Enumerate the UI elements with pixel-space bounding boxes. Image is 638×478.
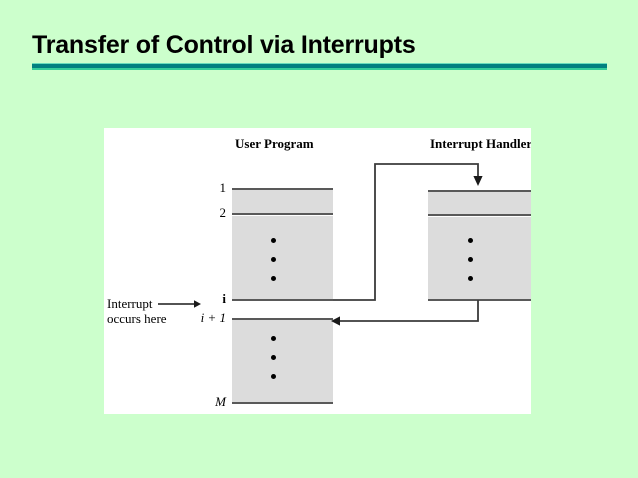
ellipsis-dot <box>270 276 276 281</box>
connector-control-return-to-user-program <box>331 300 479 326</box>
line-label-i: i <box>222 291 226 306</box>
figure-panel: User Program Interrupt Handler <box>104 128 531 414</box>
user-program-rule-i <box>232 299 333 301</box>
ellipsis-dot <box>270 257 276 262</box>
user-program-rule-2 <box>232 213 333 215</box>
user-program-block-1 <box>232 190 333 214</box>
figure-heading-user-program: User Program <box>235 136 314 151</box>
user-program-ellipsis-lower <box>268 336 278 379</box>
interrupt-handler-block-1 <box>428 192 531 215</box>
interrupt-handler-rule-1 <box>428 190 531 192</box>
interrupt-annotation: Interrupt occurs here <box>107 296 167 326</box>
ellipsis-dot <box>467 276 473 281</box>
user-program-rule-i-plus-1 <box>232 318 333 320</box>
user-program-rule-m <box>232 402 333 404</box>
ellipsis-dot <box>467 238 473 243</box>
ellipsis-dot <box>270 238 276 243</box>
line-label-1: 1 <box>219 180 227 195</box>
connector-control-transfer-to-handler <box>333 163 483 301</box>
interrupt-handler-rule-3 <box>428 299 531 301</box>
interrupt-handler-ellipsis <box>465 238 475 281</box>
ellipsis-dot <box>270 355 276 360</box>
interrupt-annotation-line-2: occurs here <box>107 311 167 326</box>
ellipsis-dot <box>270 374 276 379</box>
line-label-m: M <box>215 394 226 409</box>
interrupt-annotation-line-1: Interrupt <box>107 296 153 311</box>
ellipsis-dot <box>467 257 473 262</box>
title-underline-rule <box>32 63 607 70</box>
title-underline-highlight <box>32 63 607 64</box>
interrupt-handler-block-2 <box>428 217 531 300</box>
connector-overlay <box>158 163 483 326</box>
title-underline-shadow <box>32 68 607 70</box>
user-program-ellipsis-upper <box>268 238 278 281</box>
line-label-i-plus-1: i + 1 <box>200 310 226 325</box>
title-underline-body <box>32 64 607 68</box>
figure-heading-interrupt-handler: Interrupt Handler <box>430 136 531 151</box>
user-program-block-2 <box>232 216 333 300</box>
page-title: Transfer of Control via Interrupts <box>32 31 416 59</box>
interrupt-handler-rule-2 <box>428 214 531 216</box>
line-label-2: 2 <box>219 205 227 220</box>
user-program-rule-1 <box>232 188 333 190</box>
ellipsis-dot <box>270 336 276 341</box>
annotation-arrow-right-icon <box>158 300 201 308</box>
user-program-block-3 <box>232 320 333 403</box>
